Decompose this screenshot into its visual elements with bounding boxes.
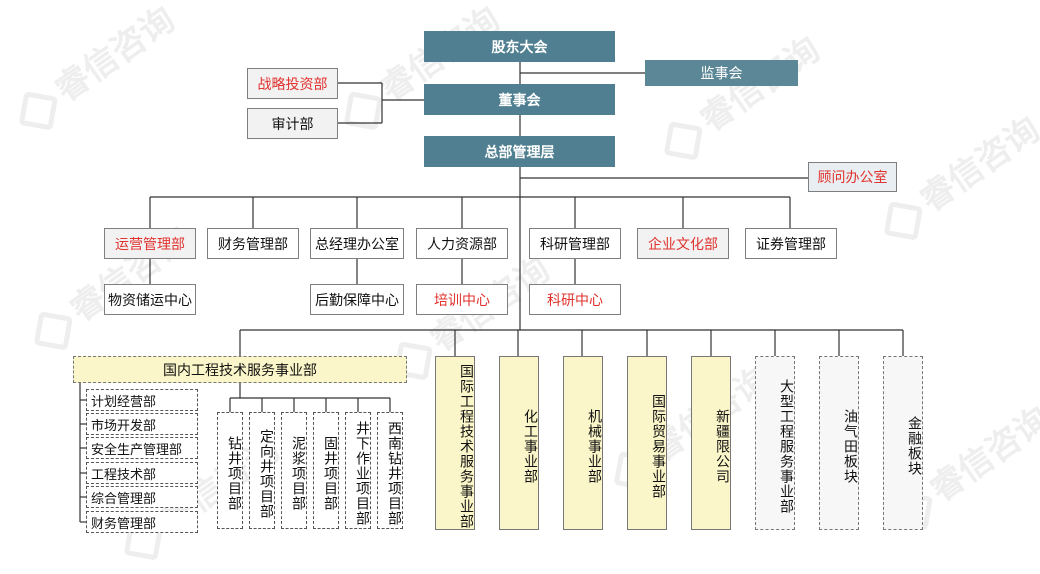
project-mud: 泥浆项目部 — [281, 412, 307, 529]
watermark: 睿信咨询 — [652, 23, 828, 166]
planned-oilgas: 油气田板块 — [819, 356, 859, 530]
advisor-node: 顾问办公室 — [808, 162, 897, 192]
project-southwest: 西南钻井项目部 — [377, 412, 403, 529]
office-finance: 财务管理部 — [86, 511, 198, 533]
dept-finance: 财务管理部 — [207, 228, 299, 259]
domestic-division: 国内工程技术服务事业部 — [73, 356, 407, 383]
dept-culture: 企业文化部 — [637, 228, 729, 259]
board-node: 董事会 — [424, 84, 615, 115]
project-downhole: 井下作业项目部 — [345, 412, 371, 529]
office-planning: 计划经营部 — [86, 389, 198, 411]
center-logistics: 物资储运中心 — [104, 284, 196, 315]
division-international: 国际工程技术服务事业部 — [435, 356, 475, 530]
division-trade: 国际贸易事业部 — [627, 356, 667, 530]
center-training: 培训中心 — [416, 284, 508, 315]
project-directional: 定向井项目部 — [249, 412, 275, 529]
project-cementing: 固井项目部 — [313, 412, 339, 529]
center-research: 科研中心 — [529, 284, 621, 315]
watermark: 睿信咨询 — [872, 103, 1040, 246]
hq-node: 总部管理层 — [424, 136, 615, 167]
planned-engineering: 大型工程服务事业部 — [755, 356, 795, 530]
planned-finance: 金融板块 — [883, 356, 923, 530]
division-chemical: 化工事业部 — [499, 356, 539, 530]
office-engineering: 工程技术部 — [86, 462, 198, 484]
supervisory-node: 监事会 — [645, 60, 798, 86]
strategy-node: 战略投资部 — [247, 68, 338, 99]
shareholders-node: 股东大会 — [424, 31, 615, 62]
audit-node: 审计部 — [247, 108, 338, 139]
dept-securities: 证券管理部 — [745, 228, 837, 259]
project-drilling: 钻井项目部 — [217, 412, 243, 529]
center-support: 后勤保障中心 — [310, 284, 404, 315]
dept-operations: 运营管理部 — [104, 228, 196, 259]
watermark: 睿信咨询 — [7, 0, 183, 136]
office-safety: 安全生产管理部 — [86, 437, 198, 459]
dept-research-mgmt: 科研管理部 — [529, 228, 621, 259]
division-machinery: 机械事业部 — [563, 356, 603, 530]
watermark: 睿信咨询 — [332, 0, 508, 136]
dept-gm-office: 总经理办公室 — [310, 228, 404, 259]
division-xinjiang: 新疆限公司 — [691, 356, 731, 530]
dept-hr: 人力资源部 — [416, 228, 508, 259]
office-general: 综合管理部 — [86, 486, 198, 508]
office-market: 市场开发部 — [86, 413, 198, 435]
